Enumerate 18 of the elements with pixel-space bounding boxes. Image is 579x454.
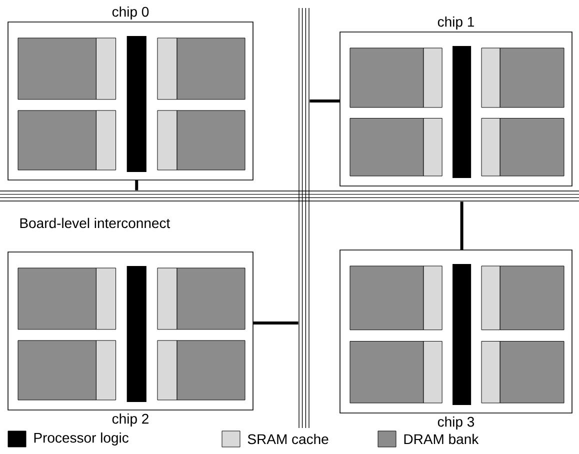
chip-box: chip 2 (8, 252, 254, 426)
node-label: chip 2 (112, 413, 148, 427)
bus-label: Board-level interconnect (20, 218, 170, 228)
chip-box: chip 3 (340, 250, 572, 430)
legend-label: DRAM bank (404, 434, 479, 444)
node-label: chip 0 (112, 6, 149, 20)
legend-label: Processor logic (34, 432, 129, 446)
connector-line (135, 180, 138, 190)
connector-line (460, 202, 464, 250)
interconnect-bus (298, 8, 310, 428)
interconnect-bus (0, 190, 579, 202)
connector-line (310, 100, 340, 102)
node-label: chip 3 (438, 416, 474, 430)
legend-label: SRAM cache (248, 434, 328, 444)
connector-line (253, 322, 298, 324)
chip-box: chip 0 (8, 6, 254, 180)
chip-box: chip 1 (340, 16, 572, 186)
node-label: chip 1 (438, 16, 474, 30)
